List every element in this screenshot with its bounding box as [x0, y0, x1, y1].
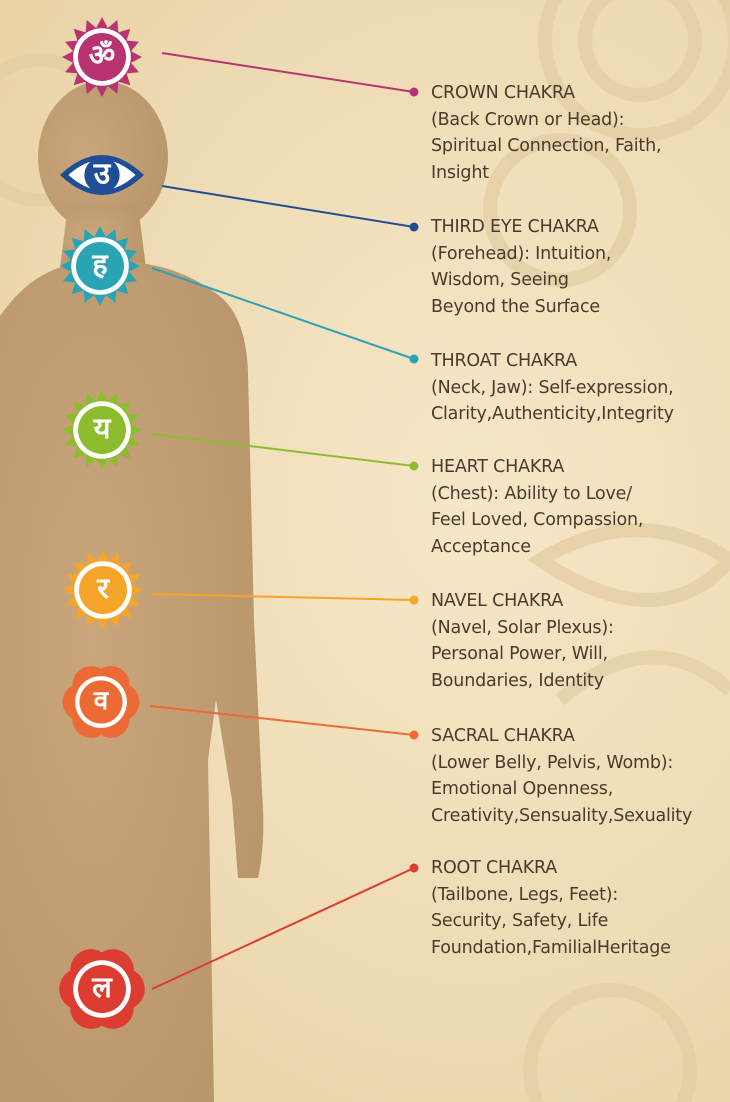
crown-chakra-emblem: ॐ: [62, 17, 142, 97]
eye-center: [84, 157, 120, 193]
navel-connector-dot: [409, 595, 419, 605]
root-chakra-description: (Tailbone, Legs, Feet): Security, Safety…: [431, 884, 671, 958]
third-eye-chakra-emblem: उ: [60, 155, 144, 195]
root-connector-dot: [409, 863, 419, 873]
root-connector-line: [151, 867, 415, 990]
third-eye-connector-dot: [409, 222, 419, 232]
crown-connector-dot: [409, 87, 419, 97]
crown-bija-symbol: ॐ: [89, 38, 115, 72]
throat-chakra-description: (Neck, Jaw): Self-expression, Clarity,Au…: [431, 377, 674, 425]
heart-connector-dot: [409, 461, 419, 471]
throat-chakra-title: THROAT CHAKRA: [431, 351, 577, 371]
crown-chakra-description: (Back Crown or Head): Spiritual Connecti…: [431, 109, 662, 183]
navel-connector-line: [151, 593, 415, 601]
sun-center: [78, 33, 126, 81]
third-eye-bija-symbol: उ: [93, 156, 112, 191]
heart-chakra-emblem: य: [62, 390, 142, 470]
sacral-chakra-label: SACRAL CHAKRA (Lower Belly, Pelvis, Womb)…: [431, 723, 726, 829]
sacral-chakra-title: SACRAL CHAKRA: [431, 726, 575, 746]
heart-chakra-title: HEART CHAKRA: [431, 457, 565, 477]
throat-chakra-label: THROAT CHAKRA (Neck, Jaw): Self-expressio…: [431, 348, 726, 428]
throat-connector-dot: [409, 354, 419, 364]
throat-chakra-emblem: ह: [60, 226, 140, 306]
sacral-connector-line: [149, 705, 415, 736]
third-eye-connector-line: [161, 185, 415, 228]
crown-connector-line: [161, 52, 415, 93]
heart-connector-line: [151, 433, 415, 467]
third-eye-chakra-description: (Forehead): Intuition, Wisdom, Seeing Be…: [431, 243, 612, 317]
navel-chakra-title: NAVEL CHAKRA: [431, 591, 564, 611]
throat-bija-symbol: ह: [91, 247, 109, 281]
torso: [0, 261, 264, 1102]
navel-chakra-emblem: र: [63, 550, 143, 630]
throat-connector-line: [151, 267, 415, 360]
root-chakra-emblem: ल: [59, 949, 145, 1029]
root-bija-symbol: ल: [91, 970, 113, 1004]
sacral-bija-symbol: व: [93, 686, 110, 716]
crown-chakra-label: CROWN CHAKRA (Back Crown or Head): Spirit…: [431, 80, 726, 186]
sun-center: [78, 406, 126, 454]
lotus-center: [79, 680, 123, 724]
third-eye-chakra-label: THIRD EYE CHAKRA (Forehead): Intuition, W…: [431, 214, 726, 320]
third-eye-chakra-title: THIRD EYE CHAKRA: [431, 217, 599, 237]
sun-center: [79, 566, 127, 614]
sun-center: [76, 242, 124, 290]
root-chakra-title: ROOT CHAKRA: [431, 858, 558, 878]
sacral-chakra-description: (Lower Belly, Pelvis, Womb): Emotional O…: [431, 752, 693, 826]
sacral-chakra-emblem: व: [62, 666, 140, 738]
heart-bija-symbol: य: [93, 411, 112, 445]
crown-chakra-title: CROWN CHAKRA: [431, 83, 575, 103]
connector-lines: [149, 52, 419, 990]
chakra-emblems: ॐ उ ह य र व ल: [59, 17, 145, 1029]
heart-chakra-label: HEART CHAKRA (Chest): Ability to Love/ Fe…: [431, 454, 726, 560]
heart-chakra-description: (Chest): Ability to Love/ Feel Loved, Co…: [431, 483, 644, 557]
lotus-center: [78, 965, 126, 1013]
navel-chakra-description: (Navel, Solar Plexus): Personal Power, W…: [431, 617, 614, 691]
sacral-connector-dot: [409, 730, 419, 740]
navel-bija-symbol: र: [96, 571, 110, 605]
navel-chakra-label: NAVEL CHAKRA (Navel, Solar Plexus): Perso…: [431, 588, 726, 694]
root-chakra-label: ROOT CHAKRA (Tailbone, Legs, Feet): Secur…: [431, 855, 726, 961]
